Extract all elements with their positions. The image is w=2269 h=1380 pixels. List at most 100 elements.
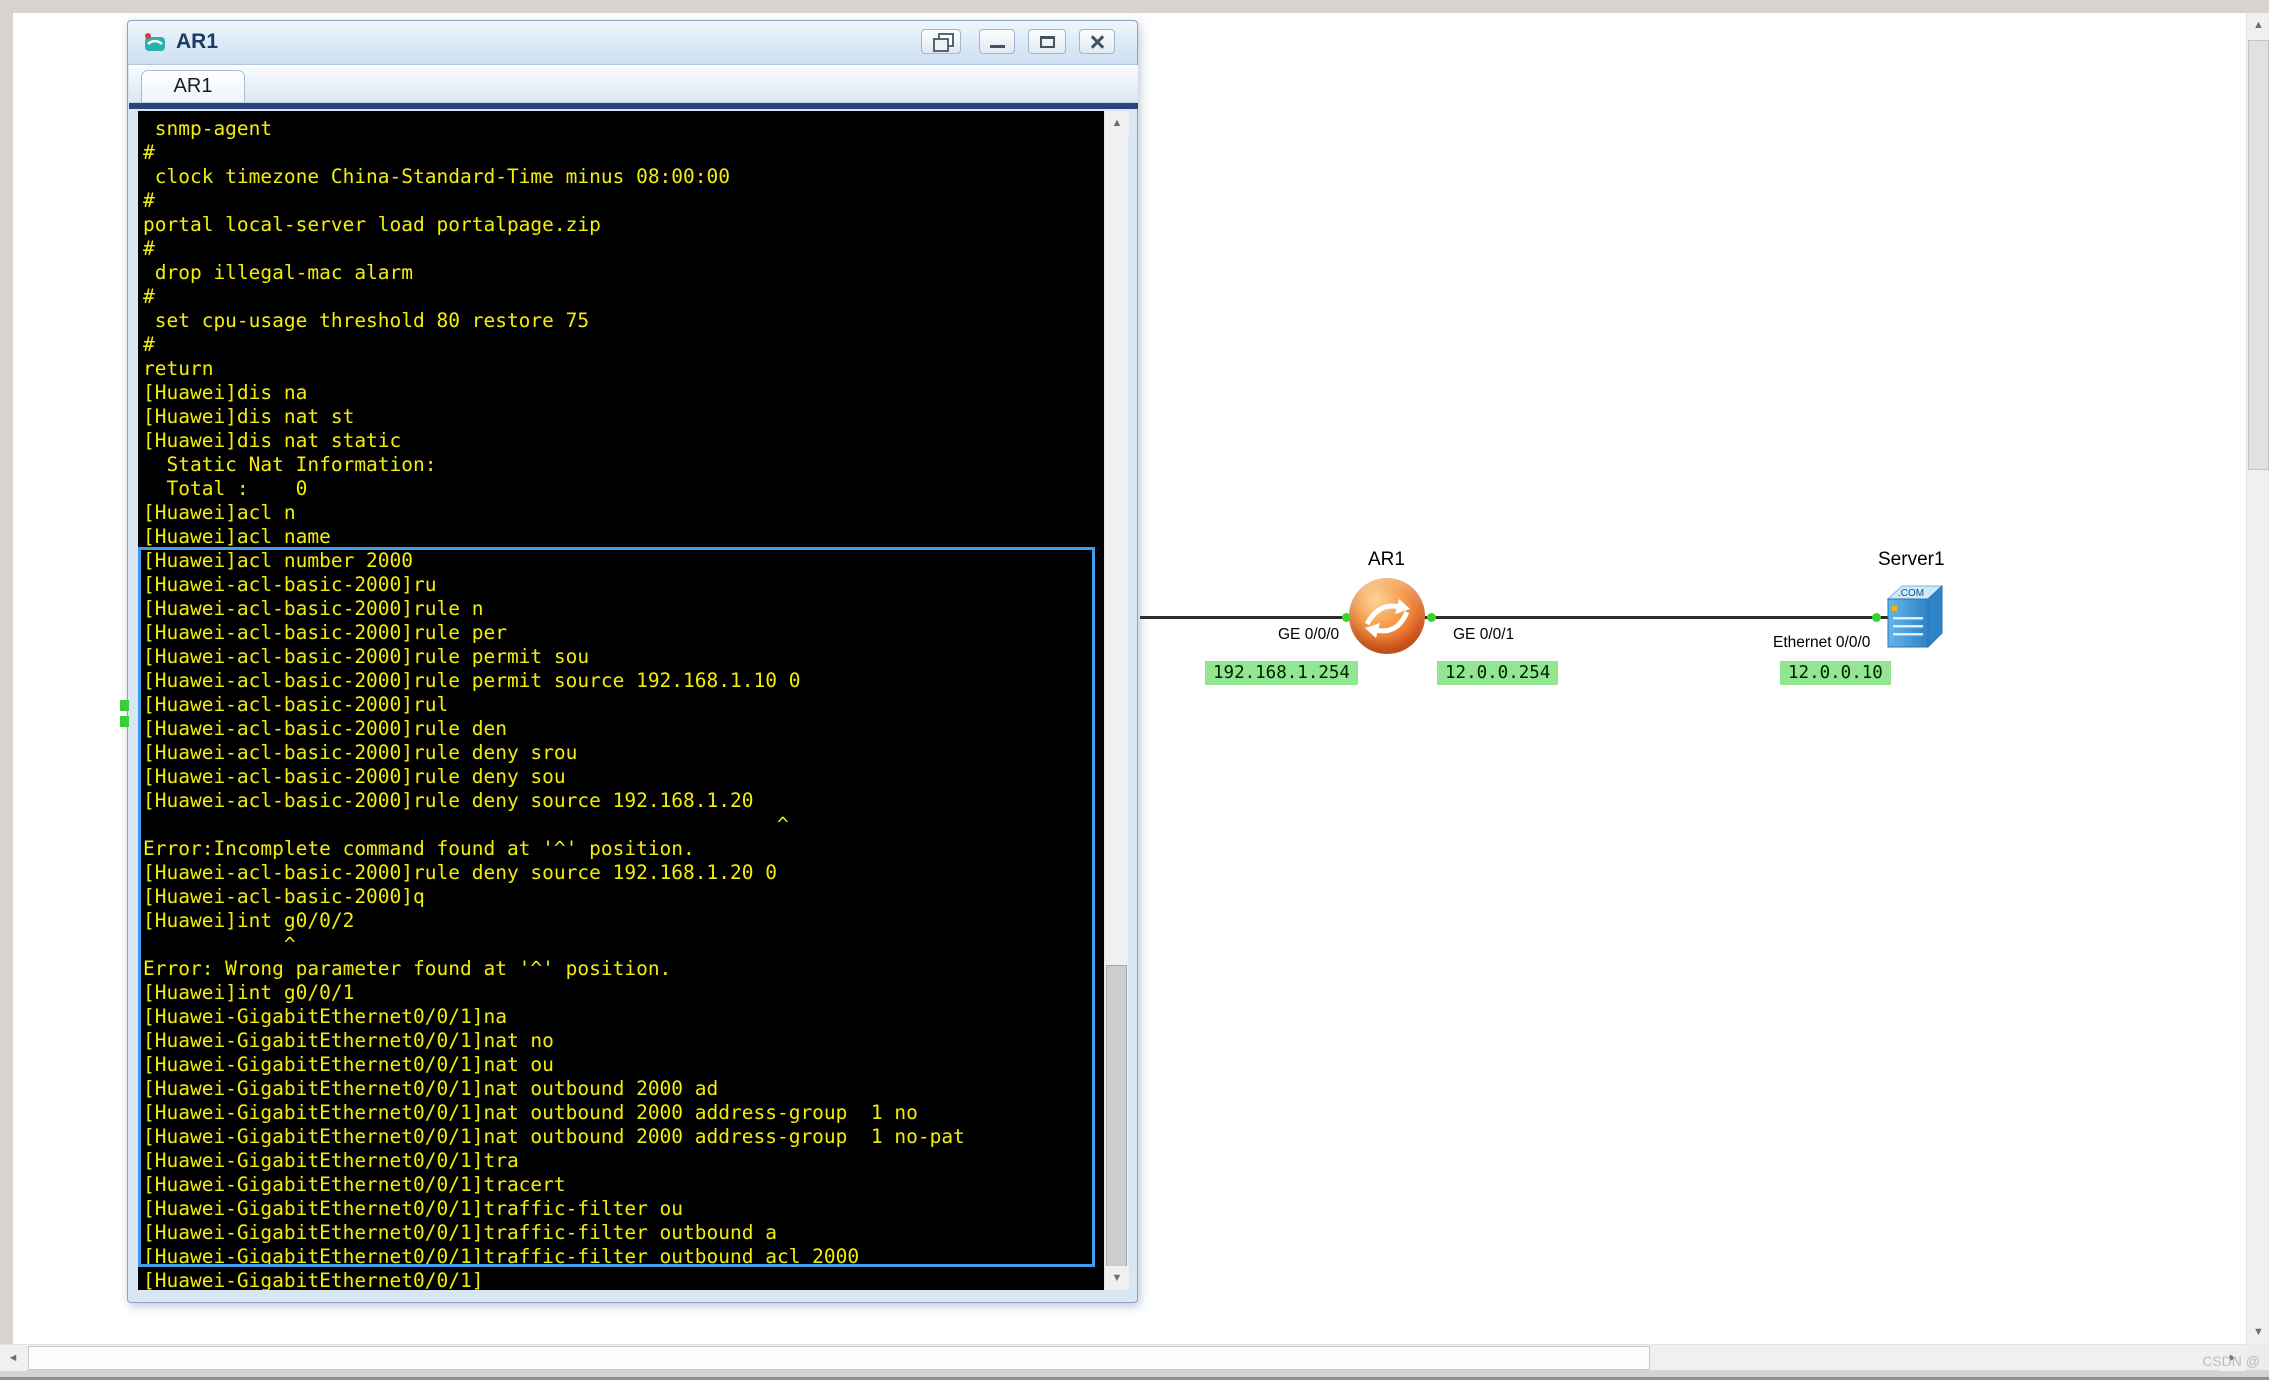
terminal-line: [Huawei-acl-basic-2000]rule per <box>143 621 507 644</box>
interface-label-ethernet-0-0-0: Ethernet 0/0/0 <box>1773 634 1871 651</box>
close-icon <box>1089 34 1105 50</box>
green-marker <box>120 716 129 727</box>
device-label-ar1: AR1 <box>1368 549 1405 570</box>
terminal-line: [Huawei-acl-basic-2000]rule deny source … <box>143 861 777 884</box>
terminal-line: [Huawei-GigabitEthernet0/0/1]nat outboun… <box>143 1101 918 1124</box>
terminal-line: # <box>143 333 155 356</box>
terminal-scrollbar: ▲ ▼ <box>1104 111 1129 1290</box>
terminal-line: [Huawei-acl-basic-2000]rule deny sou <box>143 765 566 788</box>
terminal-line: [Huawei-acl-basic-2000]rule n <box>143 597 484 620</box>
scroll-left-icon: ◄ <box>7 1352 19 1364</box>
terminal-line: [Huawei-acl-basic-2000]q <box>143 885 425 908</box>
server-badge: .COM <box>1898 588 1924 599</box>
terminal-line: [Huawei-acl-basic-2000]rul <box>143 693 449 716</box>
terminal-line: Static Nat Information: <box>143 453 437 476</box>
terminal-line: ^ <box>143 813 789 836</box>
capture-window-button[interactable] <box>921 29 961 54</box>
ip-annotation-lan: 192.168.1.254 <box>1205 661 1358 685</box>
canvas-vscrollbar-thumb[interactable] <box>2248 40 2269 470</box>
device-label-server1: Server1 <box>1878 549 1945 570</box>
terminal-line: [Huawei-GigabitEthernet0/0/1]nat outboun… <box>143 1125 965 1148</box>
frame-bottom-edge <box>0 1377 2269 1380</box>
close-button[interactable] <box>1079 29 1115 54</box>
terminal-line: [Huawei]acl n <box>143 501 296 524</box>
terminal-line: [Huawei-GigabitEthernet0/0/1]na <box>143 1005 507 1028</box>
terminal-line: [Huawei]int g0/0/2 <box>143 909 355 932</box>
terminal-line: [Huawei-GigabitEthernet0/0/1]nat outboun… <box>143 1077 719 1100</box>
terminal-line: [Huawei-acl-basic-2000]rule permit sou <box>143 645 590 668</box>
terminal-line: [Huawei]dis na <box>143 381 308 404</box>
router-ar1-icon[interactable] <box>1349 578 1425 654</box>
terminal-line: clock timezone China-Standard-Time minus… <box>143 165 730 188</box>
canvas-scroll-up-button[interactable]: ▲ <box>2247 13 2269 37</box>
canvas-scroll-right-button[interactable]: ► <box>2220 1345 2246 1371</box>
tab-label: AR1 <box>173 75 213 97</box>
terminal-line: [Huawei-GigabitEthernet0/0/1]tracert <box>143 1173 566 1196</box>
terminal-line: # <box>143 237 155 260</box>
server-box-icon: .COM <box>1886 584 1944 649</box>
maximize-button[interactable] <box>1028 29 1066 54</box>
terminal-line: [Huawei-acl-basic-2000]rule permit sourc… <box>143 669 801 692</box>
terminal-top-strip <box>129 103 1138 109</box>
terminal-scrollbar-thumb[interactable] <box>1106 965 1127 1267</box>
terminal-line: # <box>143 141 155 164</box>
terminal-line: Error: Wrong parameter found at '^' posi… <box>143 957 672 980</box>
interface-label-ge-0-0-1: GE 0/0/1 <box>1453 626 1515 643</box>
terminal-line: [Huawei]int g0/0/1 <box>143 981 355 1004</box>
terminal-line: # <box>143 285 155 308</box>
canvas-scroll-down-button[interactable]: ▼ <box>2247 1320 2269 1344</box>
canvas-scroll-left-button[interactable]: ◄ <box>0 1345 26 1371</box>
terminal-line: [Huawei-GigabitEthernet0/0/1]nat ou <box>143 1053 554 1076</box>
ensp-window-icon <box>145 33 165 51</box>
canvas-hscrollbar: ◄ ► <box>0 1344 2246 1371</box>
terminal-line: [Huawei-GigabitEthernet0/0/1]traffic-fil… <box>143 1221 777 1244</box>
ip-annotation-wan: 12.0.0.254 <box>1437 661 1559 685</box>
scrollbar-corner <box>2246 1344 2269 1370</box>
terminal-line: Total : 0 <box>143 477 308 500</box>
terminal-line: [Huawei]dis nat static <box>143 429 402 452</box>
window-titlebar[interactable]: AR1 <box>128 21 1137 65</box>
terminal-line: [Huawei-GigabitEthernet0/0/1]tra <box>143 1149 519 1172</box>
scroll-right-icon: ► <box>2227 1352 2239 1364</box>
terminal-line: ^ <box>143 933 296 956</box>
window-title: AR1 <box>176 30 219 53</box>
cli-terminal[interactable]: snmp-agent# clock timezone China-Standar… <box>138 111 1104 1290</box>
link-status-dot <box>1427 613 1436 622</box>
terminal-line: [Huawei-GigabitEthernet0/0/1]traffic-fil… <box>143 1245 860 1268</box>
terminal-line: [Huawei-acl-basic-2000]ru <box>143 573 437 596</box>
terminal-line: [Huawei]acl name <box>143 525 331 548</box>
copy-window-icon <box>932 32 954 52</box>
link-status-dot <box>1872 613 1881 622</box>
scroll-up-button[interactable]: ▲ <box>1105 111 1129 135</box>
terminal-line: snmp-agent <box>143 117 273 140</box>
link-status-dot <box>1342 613 1351 622</box>
router-arrows-icon <box>1364 599 1410 638</box>
terminal-line: [Huawei-GigabitEthernet0/0/1]nat no <box>143 1029 554 1052</box>
terminal-line: [Huawei]dis nat st <box>143 405 355 428</box>
ar1-cli-window: AR1 AR1 snmp-agent# clock timezone China… <box>127 20 1138 1303</box>
terminal-output: snmp-agent# clock timezone China-Standar… <box>138 111 1104 1290</box>
canvas-hscrollbar-thumb[interactable] <box>28 1346 1650 1370</box>
terminal-line: [Huawei-GigabitEthernet0/0/1]traffic-fil… <box>143 1197 684 1220</box>
network-link <box>1140 616 1902 619</box>
ip-annotation-server: 12.0.0.10 <box>1780 661 1891 685</box>
tab-ar1[interactable]: AR1 <box>141 70 245 102</box>
canvas-vscrollbar: ▲ ▼ <box>2246 13 2269 1344</box>
green-marker <box>120 700 129 711</box>
terminal-line: [Huawei-GigabitEthernet0/0/1] <box>143 1269 484 1290</box>
scroll-down-icon: ▼ <box>1111 1272 1123 1284</box>
scroll-down-button[interactable]: ▼ <box>1105 1266 1129 1290</box>
maximize-icon <box>1039 35 1055 48</box>
terminal-line: [Huawei]acl number 2000 <box>143 549 414 572</box>
tab-bar: AR1 <box>129 65 1138 103</box>
server1-icon[interactable]: .COM <box>1880 581 1946 651</box>
minimize-button[interactable] <box>979 29 1015 54</box>
terminal-line: drop illegal-mac alarm <box>143 261 414 284</box>
terminal-line: return <box>143 357 214 380</box>
terminal-line: set cpu-usage threshold 80 restore 75 <box>143 309 590 332</box>
scroll-up-icon: ▲ <box>2253 19 2264 31</box>
terminal-line: Error:Incomplete command found at '^' po… <box>143 837 695 860</box>
minimize-icon <box>989 45 1005 48</box>
csdn-watermark: CSDN @ <box>2202 1353 2260 1369</box>
